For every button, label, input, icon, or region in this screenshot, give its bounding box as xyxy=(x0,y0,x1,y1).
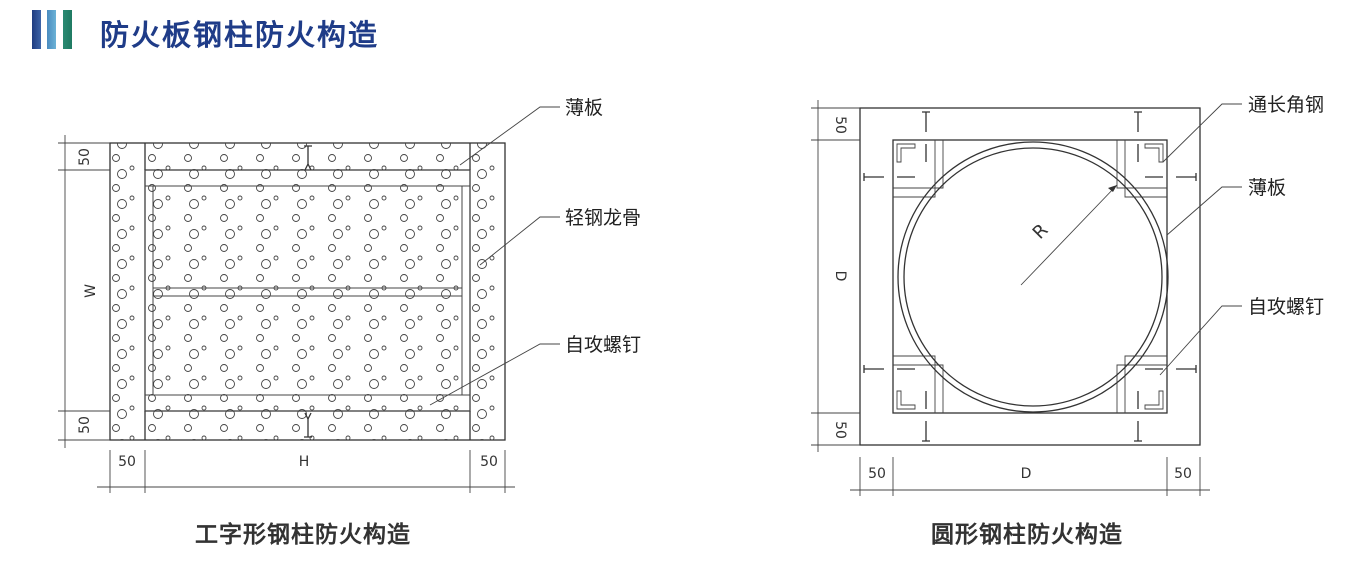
keel-frame xyxy=(893,140,1167,413)
screw-icon xyxy=(304,145,312,171)
lower-cavity xyxy=(152,295,463,396)
dim-top: 50 xyxy=(77,148,93,166)
label-thin-board: 薄板 xyxy=(565,97,603,119)
dim-w: W xyxy=(83,284,99,298)
steel-tube-outer xyxy=(897,141,1169,413)
i-section-column-drawing: 薄板 轻钢龙骨 自攻螺钉 50 W 50 50 H 50 工字形钢柱防火构造 xyxy=(58,97,641,548)
dim-bottom: 50 xyxy=(77,416,93,434)
upper-cavity xyxy=(152,185,463,289)
leader-line xyxy=(1162,103,1242,163)
leader-line xyxy=(429,343,560,406)
label-thin-board: 薄板 xyxy=(1248,177,1286,199)
screw-icon xyxy=(304,412,312,438)
title-bar-3 xyxy=(63,10,72,49)
dim-bottom: 50 xyxy=(832,421,848,439)
leader-line xyxy=(479,216,560,266)
title-bar-1 xyxy=(32,10,41,49)
screw-icon xyxy=(863,111,1197,442)
radius-line xyxy=(1020,184,1118,286)
keel-frame xyxy=(893,140,1167,413)
label-self-tapping-screw: 自攻螺钉 xyxy=(565,334,641,356)
leader-line xyxy=(1159,305,1242,376)
vertical-dimension-lines xyxy=(58,135,110,448)
radius-label: R xyxy=(1029,220,1053,244)
caption-circular: 圆形钢柱防火构造 xyxy=(931,521,1123,548)
label-light-steel-keel: 轻钢龙骨 xyxy=(565,207,641,229)
angle-steel xyxy=(896,143,1164,410)
dim-top: 50 xyxy=(832,116,848,134)
circular-column-drawing: R 通长角钢 薄板 自攻螺钉 50 D 50 50 D 50 圆形钢柱防火构造 xyxy=(811,94,1324,548)
board-joint-lines xyxy=(144,143,471,440)
dim-d-vertical: D xyxy=(832,271,848,282)
steel-tube-inner xyxy=(903,147,1163,407)
fire-board-inner-edge xyxy=(892,139,1168,414)
dim-left: 50 xyxy=(118,454,136,470)
caption-i-section: 工字形钢柱防火构造 xyxy=(195,521,411,548)
label-self-tapping-screw: 自攻螺钉 xyxy=(1248,296,1324,318)
dim-h: H xyxy=(299,454,310,470)
horizontal-dimension-lines xyxy=(97,450,515,493)
label-angle-steel: 通长角钢 xyxy=(1248,94,1324,116)
title-bar-2 xyxy=(47,10,56,49)
leader-line xyxy=(459,106,560,166)
fire-board-texture xyxy=(110,143,505,440)
radius-arrowhead xyxy=(1108,185,1117,192)
vertical-dimension-lines xyxy=(811,100,860,452)
dim-right: 50 xyxy=(1174,466,1192,482)
dim-d-horizontal: D xyxy=(1021,466,1032,482)
horizontal-dimension-lines xyxy=(850,457,1210,496)
dim-left: 50 xyxy=(868,466,886,482)
dim-right: 50 xyxy=(480,454,498,470)
fire-board-outer xyxy=(859,107,1201,446)
page-title: 防火板钢柱防火构造 xyxy=(100,18,380,52)
leader-line xyxy=(1166,186,1242,236)
